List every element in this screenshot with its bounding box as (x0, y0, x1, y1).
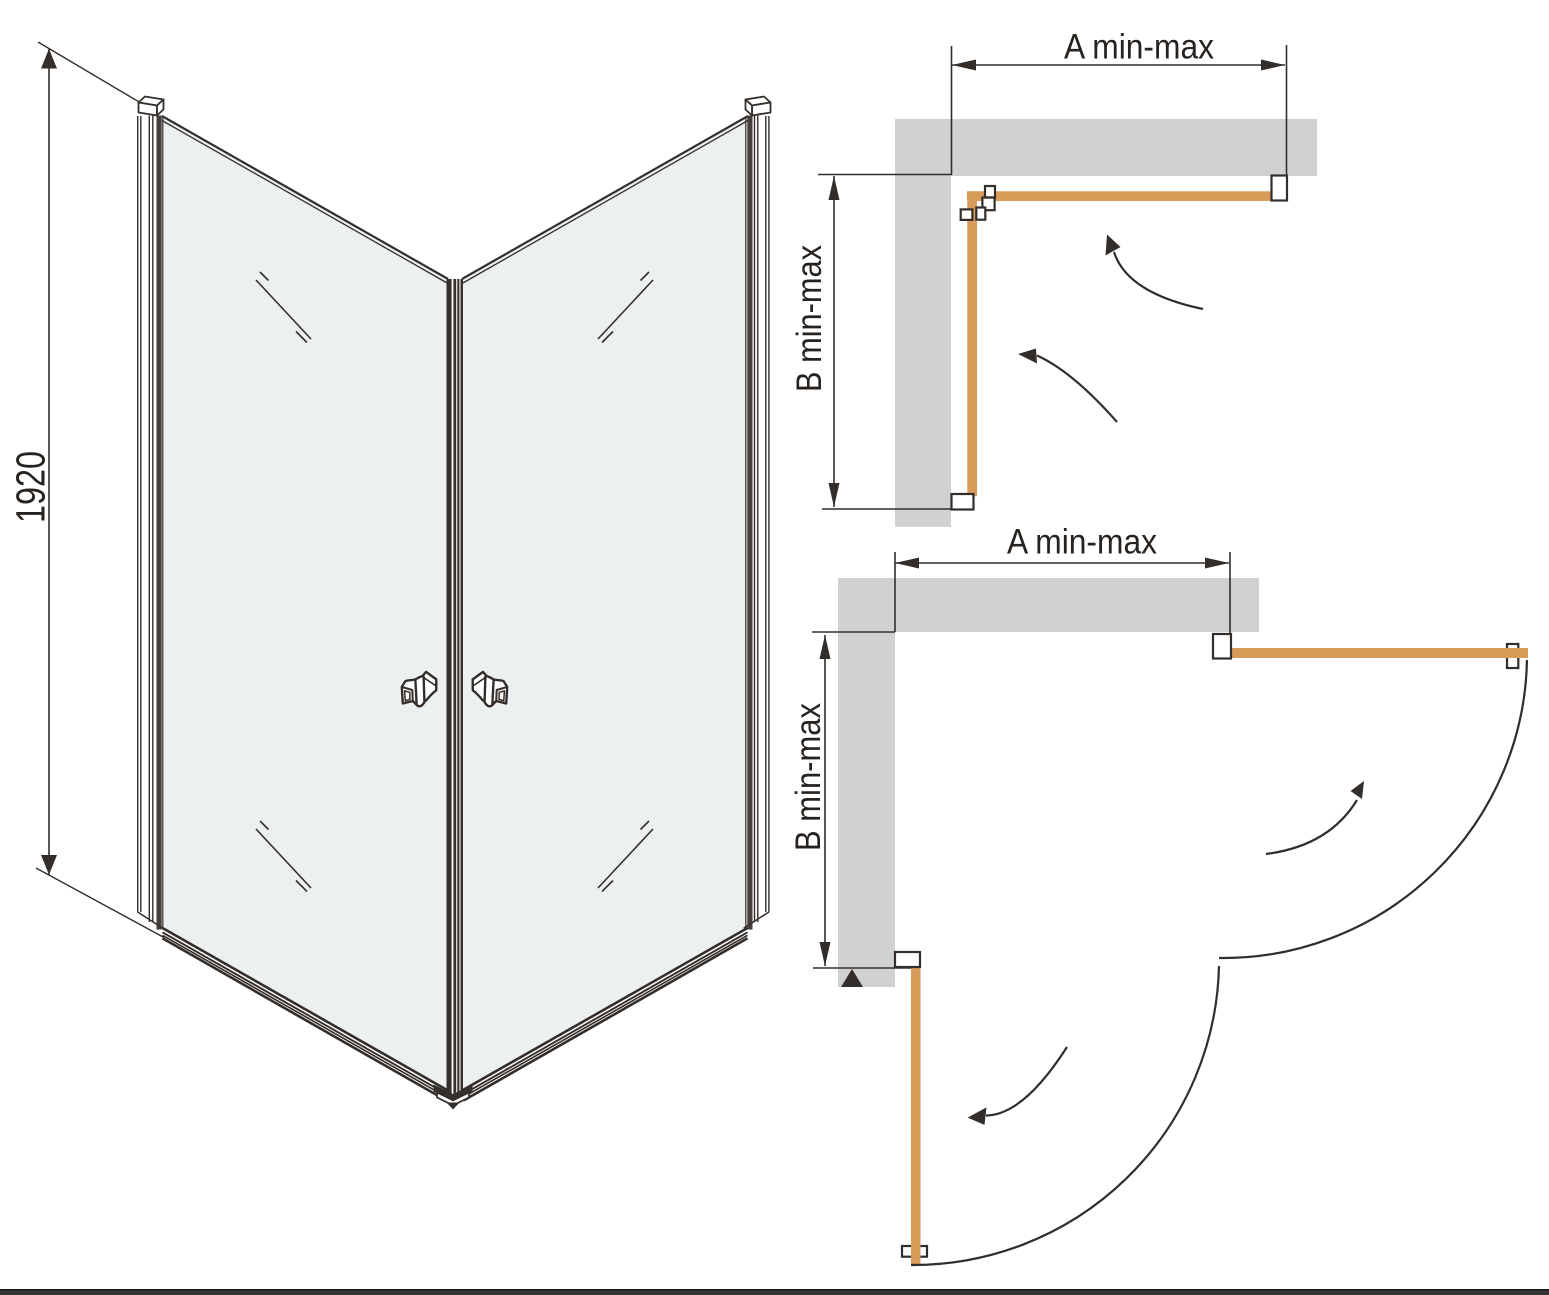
svg-text:B min-max: B min-max (790, 245, 829, 392)
svg-text:A min-max: A min-max (1064, 28, 1214, 67)
svg-text:A min-max: A min-max (1007, 523, 1157, 562)
svg-text:1920: 1920 (8, 451, 54, 523)
svg-text:B min-max: B min-max (789, 703, 828, 851)
